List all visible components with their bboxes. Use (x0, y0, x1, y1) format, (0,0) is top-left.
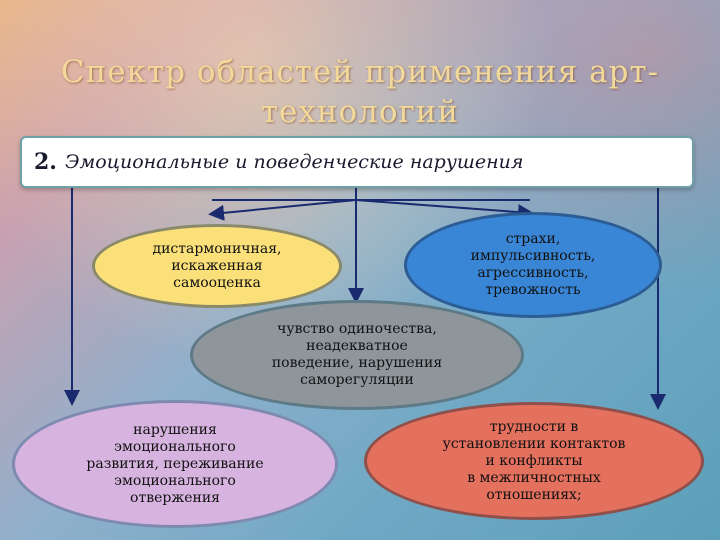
node-contact-difficulties: трудности в установлении контактов и кон… (364, 402, 704, 520)
arrow-to-fears (355, 199, 534, 221)
node-self-esteem-label: дистармоничная, искаженная самооценка (152, 240, 282, 291)
node-loneliness-label: чувство одиночества, неадекватное поведе… (271, 321, 443, 388)
node-emotional-development: нарушения эмоционального развития, переж… (12, 400, 338, 528)
category-number: 2. (34, 149, 57, 175)
node-emotional-development-label: нарушения эмоционального развития, переж… (86, 421, 264, 506)
category-header: 2. Эмоциональные и поведенческие нарушен… (20, 136, 694, 188)
node-self-esteem: дистармоничная, искаженная самооценка (92, 224, 342, 308)
node-contact-difficulties-label: трудности в установлении контактов и кон… (442, 418, 626, 503)
slide-title: Спектр областей применения арт-технологи… (60, 54, 660, 130)
node-fears-label: страхи, импульсивность, агрессивность, т… (470, 231, 596, 298)
node-fears: страхи, импульсивность, агрессивность, т… (404, 212, 662, 318)
node-loneliness: чувство одиночества, неадекватное поведе… (190, 300, 524, 410)
arrow-to-self-esteem (208, 199, 357, 221)
category-title: Эмоциональные и поведенческие нарушения (64, 151, 524, 173)
